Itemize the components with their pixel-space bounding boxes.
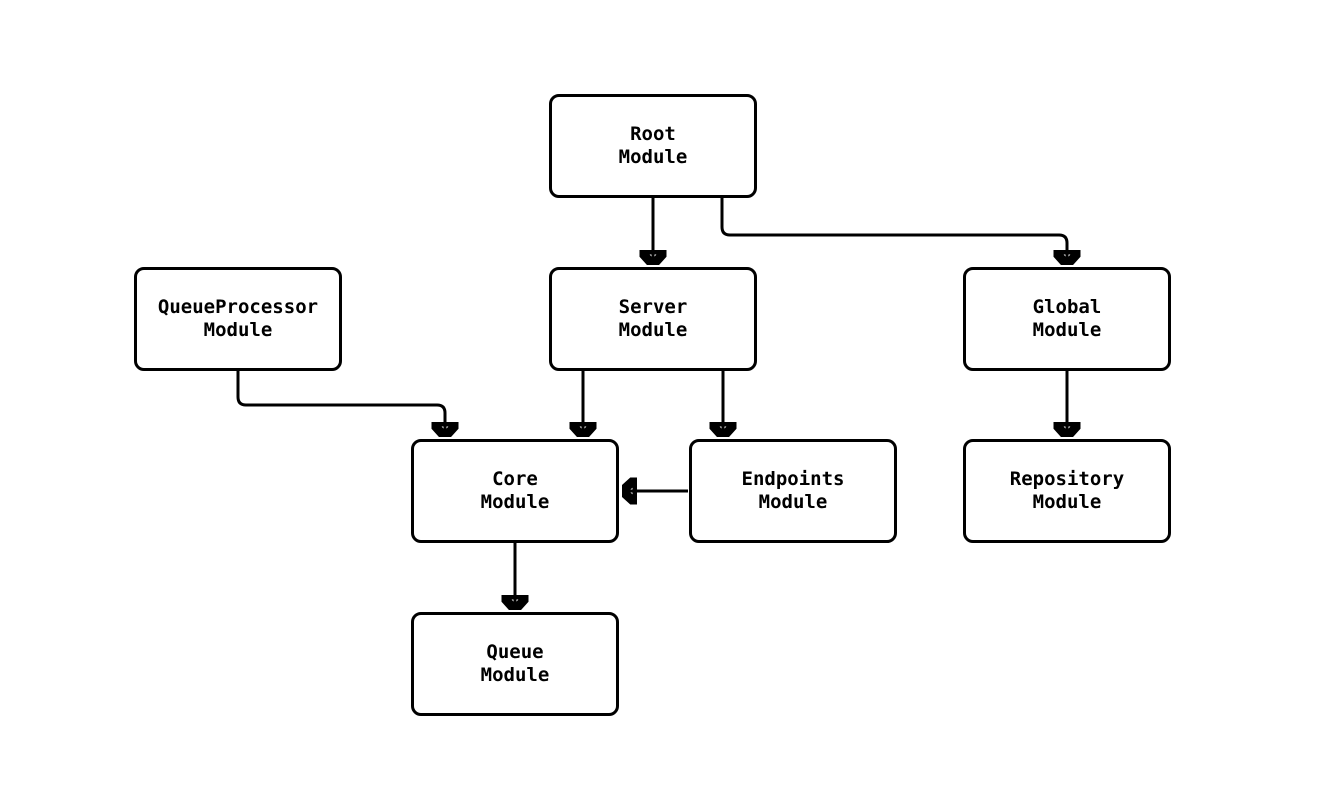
node-label-line: Module (618, 146, 688, 168)
node-root-module: Root Module (549, 94, 757, 198)
node-label-line: Root (630, 123, 676, 145)
node-server-module: Server Module (549, 267, 757, 371)
node-label-line: Module (480, 664, 550, 686)
node-label-line: QueueProcessor (157, 296, 319, 318)
node-label-line: Module (1032, 491, 1102, 513)
node-label-line: Module (1032, 319, 1102, 341)
node-label-line: Server (618, 296, 688, 318)
node-queue-module: Queue Module (411, 612, 619, 716)
edge-root-to-global (720, 198, 1067, 265)
node-global-module: Global Module (963, 267, 1171, 371)
node-label-line: Core (492, 468, 538, 490)
node-core-module: Core Module (411, 439, 619, 543)
node-label-line: Module (758, 491, 828, 513)
node-label-line: Queue (486, 641, 544, 663)
edge-queue-processor-to-core (236, 371, 445, 437)
node-label-line: Global (1032, 296, 1102, 318)
node-label-line: Module (480, 491, 550, 513)
node-label-line: Module (618, 319, 688, 341)
node-label-line: Module (203, 319, 273, 341)
node-label-line: Endpoints (741, 468, 845, 490)
node-queue-processor-module: QueueProcessor Module (134, 267, 342, 371)
node-endpoints-module: Endpoints Module (689, 439, 897, 543)
node-label-line: Repository (1009, 468, 1125, 490)
edges (236, 198, 1067, 610)
node-repository-module: Repository Module (963, 439, 1171, 543)
